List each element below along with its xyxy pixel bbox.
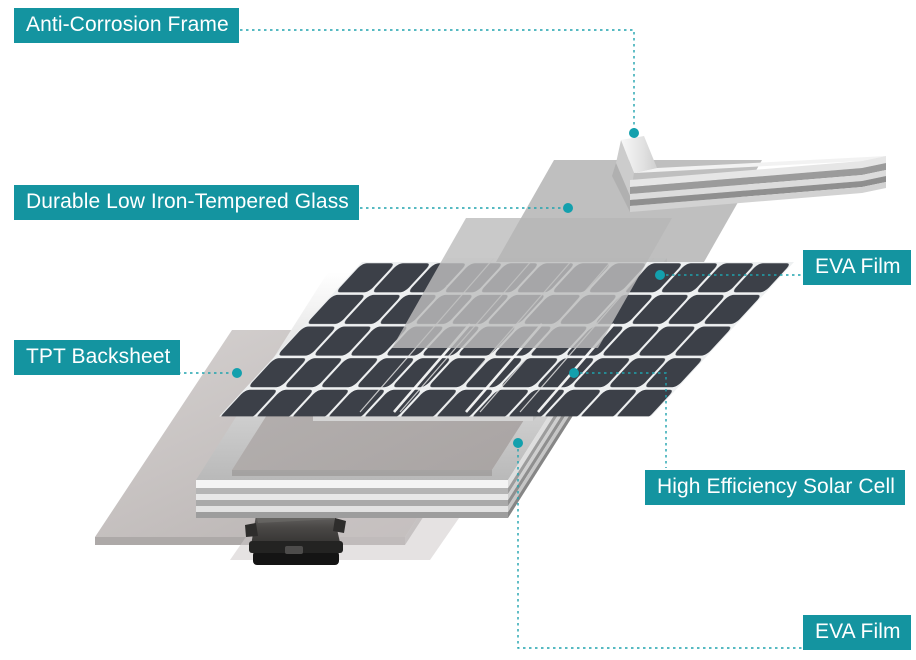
label-eva-film-bottom: EVA Film [803, 615, 911, 650]
label-tpt-backsheet: TPT Backsheet [14, 340, 181, 375]
label-eva-film-top: EVA Film [803, 250, 911, 285]
label-high-efficiency-solar-cell: High Efficiency Solar Cell [645, 470, 905, 505]
junction-box [245, 511, 346, 565]
anti-corrosion-frame-profile [612, 136, 886, 212]
label-anti-corrosion-frame: Anti-Corrosion Frame [14, 8, 239, 43]
label-durable-low-iron-tempered-glass: Durable Low Iron-Tempered Glass [14, 185, 359, 220]
